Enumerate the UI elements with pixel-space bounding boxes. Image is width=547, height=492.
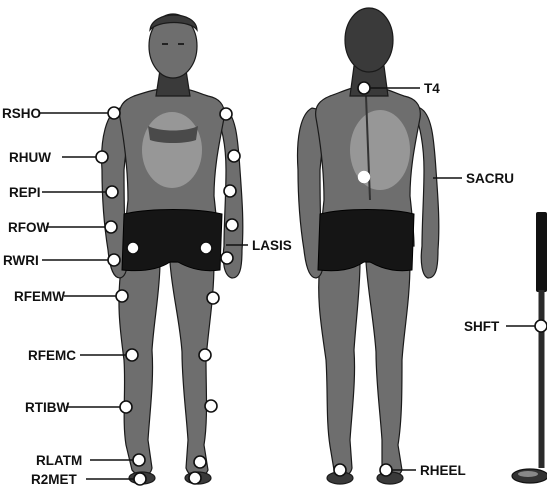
back-right-leg (319, 262, 360, 476)
back-left-leg (366, 262, 410, 477)
marker-l2met (189, 472, 201, 484)
marker-rfemw (116, 290, 128, 302)
label-rfemw: RFEMW (14, 289, 65, 304)
marker-lfemw (207, 292, 219, 304)
marker-lfemc (199, 349, 211, 361)
marker-rfemc (126, 349, 138, 361)
back-figure (298, 8, 439, 484)
label-rsho: RSHO (2, 106, 41, 121)
label-t4: T4 (424, 81, 440, 96)
marker-shft (535, 320, 547, 332)
marker-lfow (226, 219, 238, 231)
marker-rasis (127, 242, 139, 254)
marker-lwri (221, 252, 233, 264)
golf-club (512, 212, 547, 483)
marker-lsho (220, 108, 232, 120)
back-left-arm (414, 108, 439, 278)
label-rfemc: RFEMC (28, 348, 76, 363)
label-rfow: RFOW (8, 220, 49, 235)
marker-llatm (194, 456, 206, 468)
marker-r2met (134, 473, 146, 485)
label-sacru: SACRU (466, 171, 514, 186)
label-rheel: RHEEL (420, 463, 466, 478)
marker-sacru (358, 171, 370, 183)
label-rlatm: RLATM (36, 453, 82, 468)
marker-rwri (108, 254, 120, 266)
marker-rtibw (120, 401, 132, 413)
labels: RSHO RHUW REPI RFOW RWRI LASIS RFEMW RFE… (2, 81, 514, 487)
marker-lheel (334, 464, 346, 476)
back-shorts (318, 210, 414, 271)
label-repi: REPI (9, 185, 41, 200)
label-lasis: LASIS (252, 238, 292, 253)
label-rwri: RWRI (3, 253, 39, 268)
label-rtibw: RTIBW (25, 400, 69, 415)
label-shft: SHFT (464, 319, 500, 334)
club-shaft (539, 290, 545, 468)
marker-lepi (224, 185, 236, 197)
marker-lhuw (228, 150, 240, 162)
label-rhuw: RHUW (9, 150, 51, 165)
marker-repi (106, 186, 118, 198)
front-shorts (122, 210, 222, 271)
front-figure (102, 14, 243, 484)
marker-rheel (380, 464, 392, 476)
marker-lasis (200, 242, 212, 254)
back-head (345, 8, 393, 72)
label-r2met: R2MET (31, 472, 78, 487)
marker-rhuw (96, 151, 108, 163)
marker-rlatm (133, 454, 145, 466)
marker-rsho (108, 107, 120, 119)
marker-t4 (358, 82, 370, 94)
marker-ltibw (205, 400, 217, 412)
club-grip (536, 212, 547, 292)
marker-rfow (105, 221, 117, 233)
